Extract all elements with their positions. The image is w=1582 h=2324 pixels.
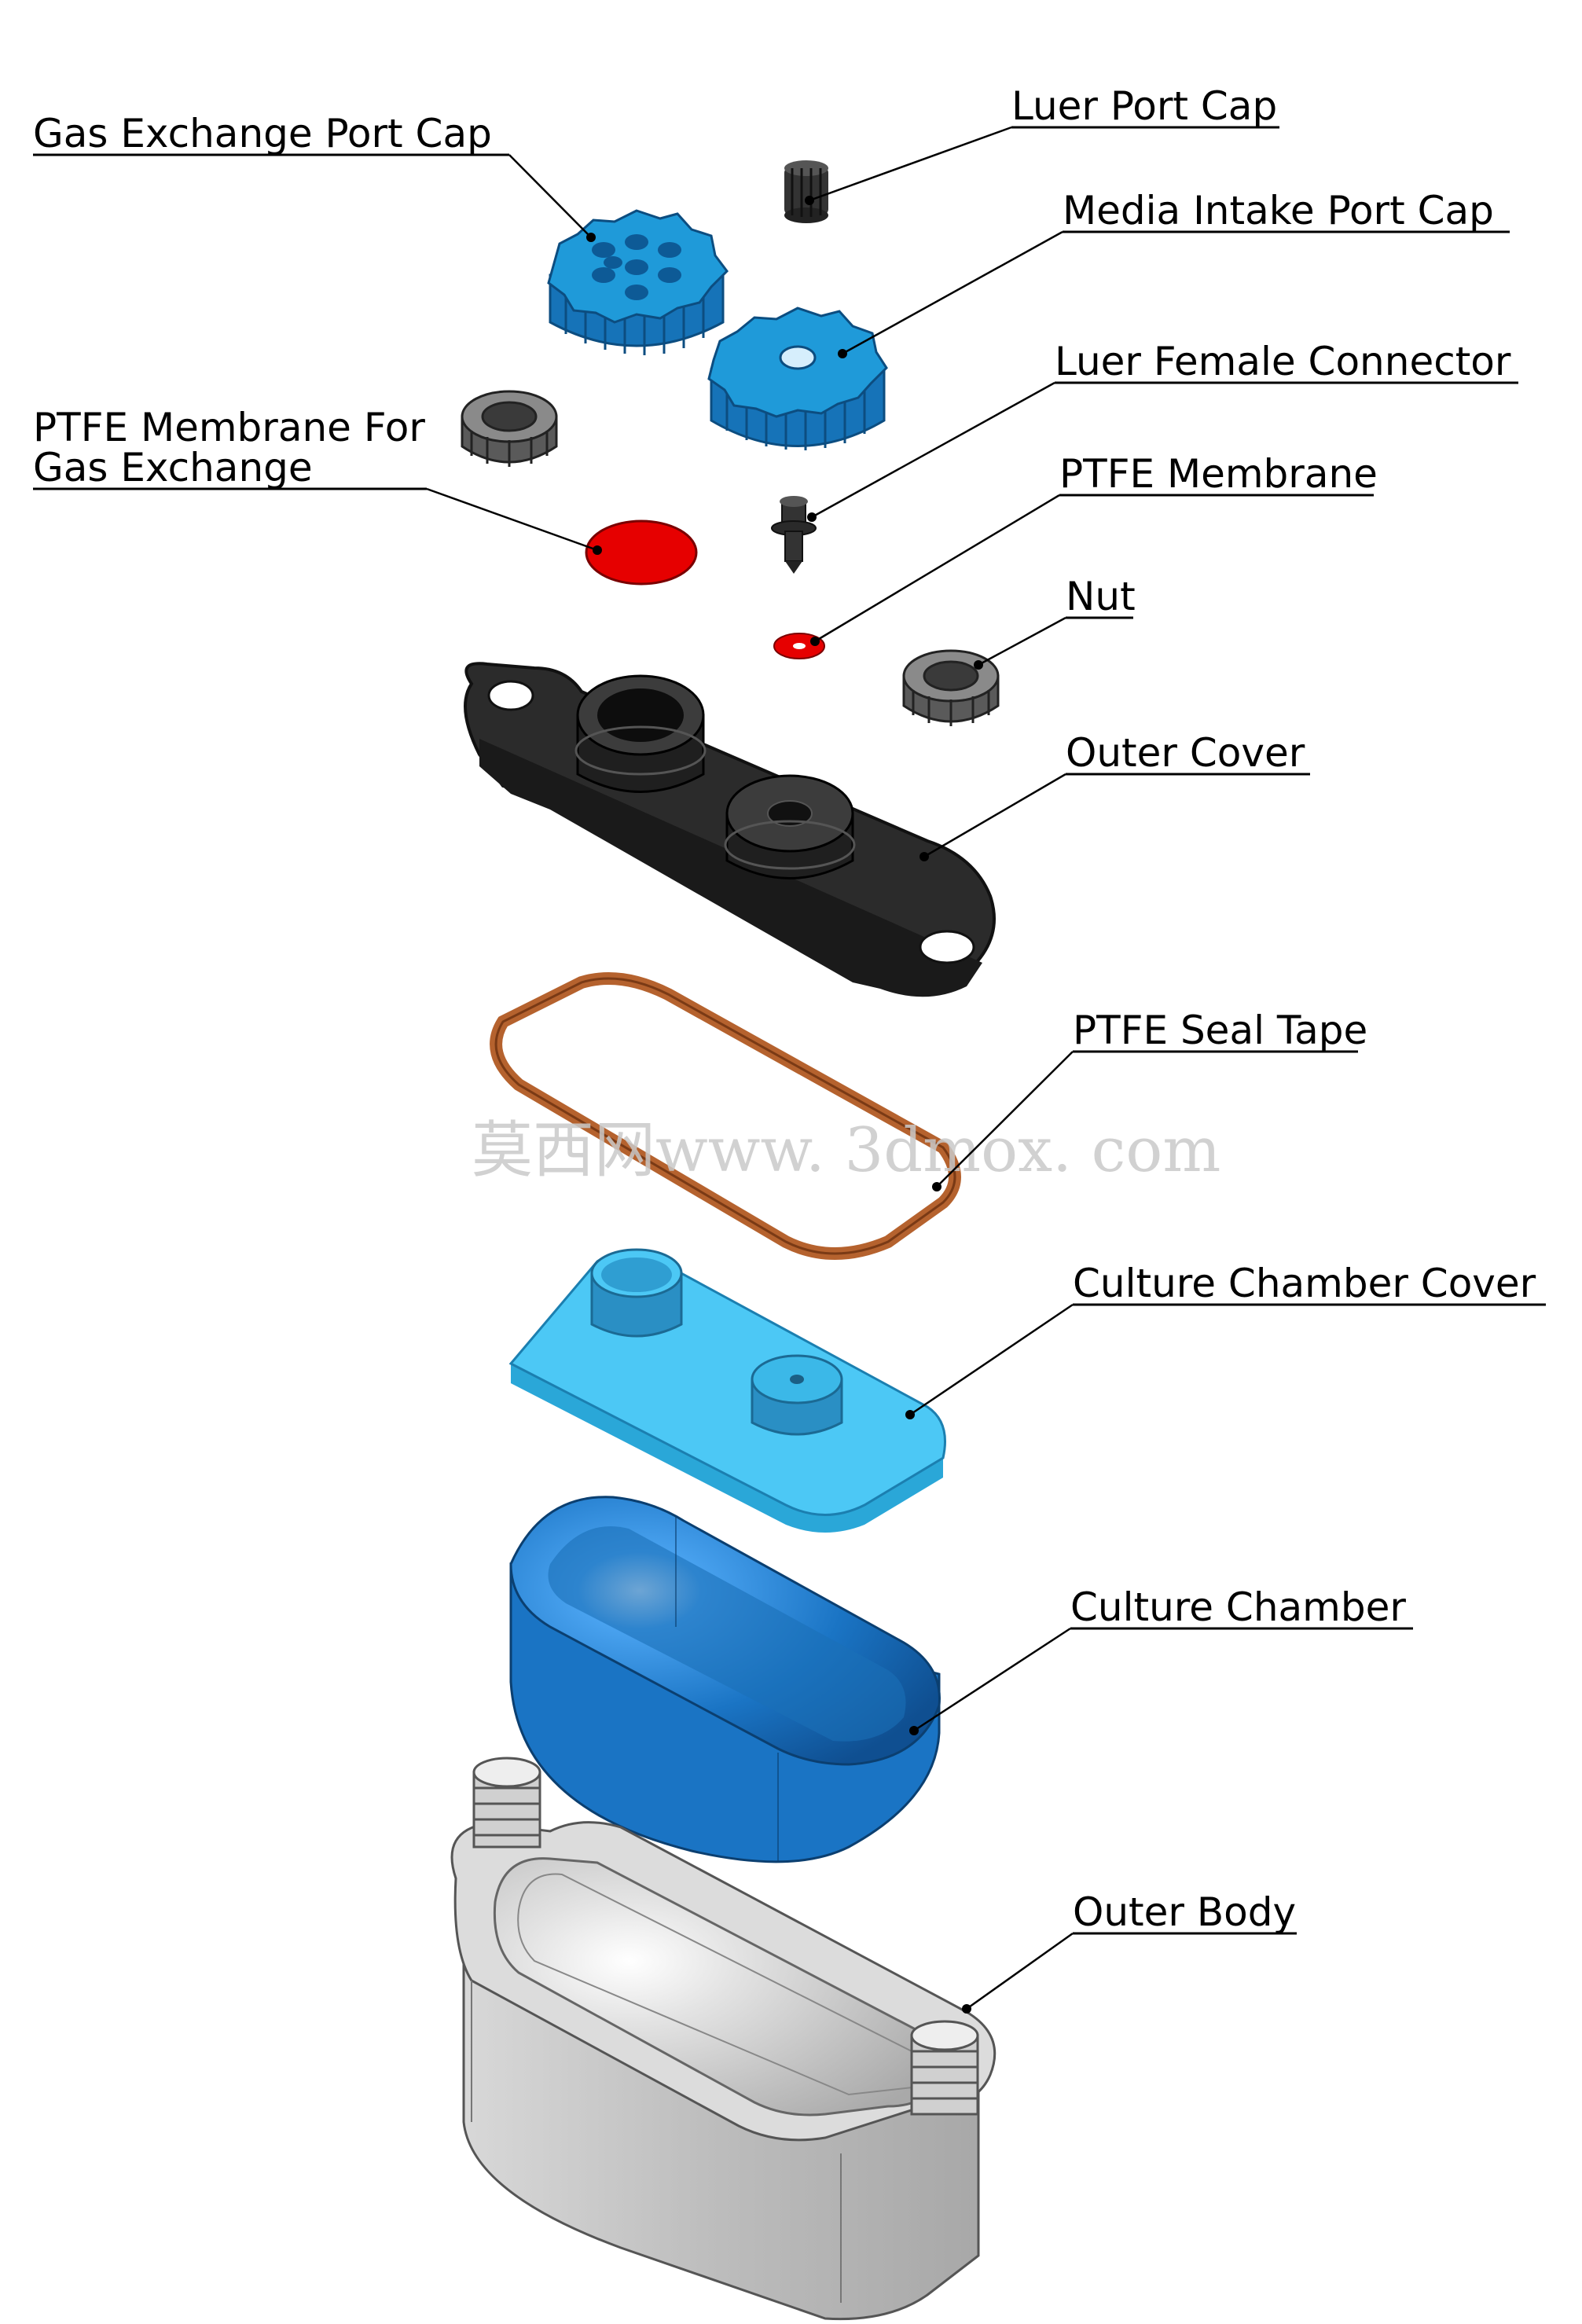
label-ptfe-membrane: PTFE Membrane	[1059, 451, 1378, 497]
callout-culture-chamber: Culture Chamber	[909, 1584, 1413, 1735]
callout-ptfe-seal-tape: PTFE Seal Tape	[932, 1008, 1367, 1191]
label-ptfe-membrane-gas-line2: Gas Exchange	[33, 445, 313, 490]
culture-chamber-cover-part	[508, 1248, 946, 1533]
outer-body-part	[450, 1757, 997, 2321]
gas-exchange-nut-part	[461, 390, 558, 467]
callout-nut: Nut	[974, 574, 1136, 670]
label-outer-cover: Outer Cover	[1066, 730, 1305, 776]
gas-exchange-port-cap-part	[547, 209, 729, 355]
label-culture-chamber: Culture Chamber	[1070, 1584, 1406, 1630]
ptfe-membrane-gas-exchange-part	[585, 520, 698, 586]
outer-cover-part	[464, 662, 996, 997]
callout-outer-body: Outer Body	[962, 1889, 1297, 2014]
callout-culture-chamber-cover: Culture Chamber Cover	[905, 1261, 1546, 1419]
label-ptfe-seal-tape: PTFE Seal Tape	[1073, 1008, 1367, 1053]
luer-female-connector-part	[771, 496, 817, 574]
callout-ptfe-membrane-gas-exchange: PTFE Membrane For Gas Exchange	[33, 405, 602, 555]
callout-ptfe-membrane: PTFE Membrane	[810, 451, 1378, 646]
luer-port-cap-part	[784, 160, 828, 223]
label-ptfe-membrane-gas-line1: PTFE Membrane For	[33, 405, 425, 450]
label-nut: Nut	[1066, 574, 1136, 619]
watermark-text: 莫西网www. 3dmox. com	[472, 1115, 1220, 1186]
callout-luer-female-connector: Luer Female Connector	[807, 339, 1518, 522]
ptfe-seal-tape-part	[490, 972, 961, 1260]
callout-media-intake-port-cap: Media Intake Port Cap	[838, 188, 1510, 358]
label-gas-exchange-port-cap: Gas Exchange Port Cap	[33, 111, 492, 156]
label-luer-port-cap: Luer Port Cap	[1011, 83, 1277, 129]
callout-outer-cover: Outer Cover	[919, 730, 1310, 861]
label-media-intake-port-cap: Media Intake Port Cap	[1063, 188, 1494, 233]
label-culture-chamber-cover: Culture Chamber Cover	[1073, 1261, 1536, 1306]
label-luer-female-connector: Luer Female Connector	[1055, 339, 1511, 384]
callout-luer-port-cap: Luer Port Cap	[805, 83, 1279, 205]
culture-chamber-part	[509, 1496, 941, 1863]
label-outer-body: Outer Body	[1073, 1889, 1296, 1935]
callout-gas-exchange-port-cap: Gas Exchange Port Cap	[33, 111, 596, 242]
media-intake-port-cap-part	[707, 307, 888, 450]
